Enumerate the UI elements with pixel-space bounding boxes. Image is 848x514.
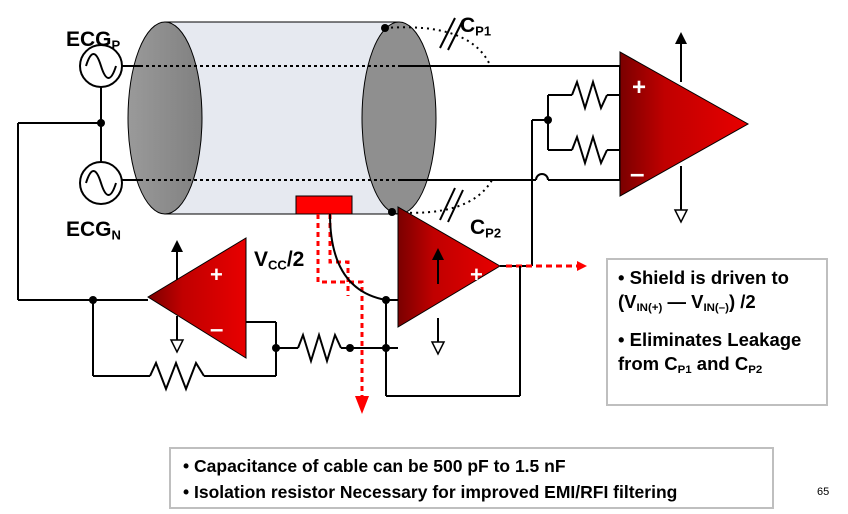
driver-amp-plus-sign: + — [470, 262, 483, 287]
capacitor-cp2 — [388, 179, 493, 223]
junction-dot — [382, 344, 390, 352]
signal-wires — [122, 65, 620, 181]
junction-dot — [544, 116, 552, 124]
capacitor-cp1 — [381, 17, 491, 66]
bullet-box: • Capacitance of cable can be 500 pF to … — [169, 447, 774, 509]
notes-box: • Shield is driven to (VIN(+) — VIN(–)) … — [606, 258, 828, 406]
left-amp-minus-sign: – — [210, 316, 224, 343]
ecg-n-label: ECGN — [66, 218, 121, 243]
junction-dot — [346, 344, 354, 352]
junction-dot — [89, 296, 97, 304]
shielded-cable — [127, 21, 437, 215]
driver-amp-minus-sign: – — [470, 316, 484, 343]
note-eliminates-leakage: • Eliminates Leakage from CP1 and CP2 — [618, 328, 802, 376]
shield-driver-opamp — [397, 206, 501, 356]
vcc-half-label: VCC/2 — [254, 248, 305, 273]
junction-dot — [97, 119, 105, 127]
gain-resistors — [500, 66, 621, 267]
junction-dot — [272, 344, 280, 352]
bullet-item: • Isolation resistor Necessary for impro… — [183, 482, 678, 502]
inamp-plus-sign: + — [632, 74, 647, 101]
left-opamp — [147, 237, 247, 359]
ecg-n-source — [79, 161, 123, 205]
bullet-item: • Capacitance of cable can be 500 pF to … — [183, 456, 566, 476]
cp2-label: CP2 — [470, 216, 502, 241]
instrumentation-amplifier — [619, 32, 750, 224]
cp1-label: CP1 — [460, 14, 492, 39]
ecg-p-source — [79, 44, 123, 88]
note-shield-driven: • Shield is driven to (VIN(+) — VIN(–)) … — [618, 267, 789, 314]
left-amp-plus-sign: + — [210, 262, 223, 287]
inamp-minus-sign: – — [630, 158, 645, 188]
shield-tap — [295, 195, 387, 414]
junction-dot — [382, 296, 390, 304]
ecg-p-label: ECGP — [66, 28, 121, 53]
page-number: 65 — [817, 486, 830, 498]
common-wires — [17, 87, 148, 301]
